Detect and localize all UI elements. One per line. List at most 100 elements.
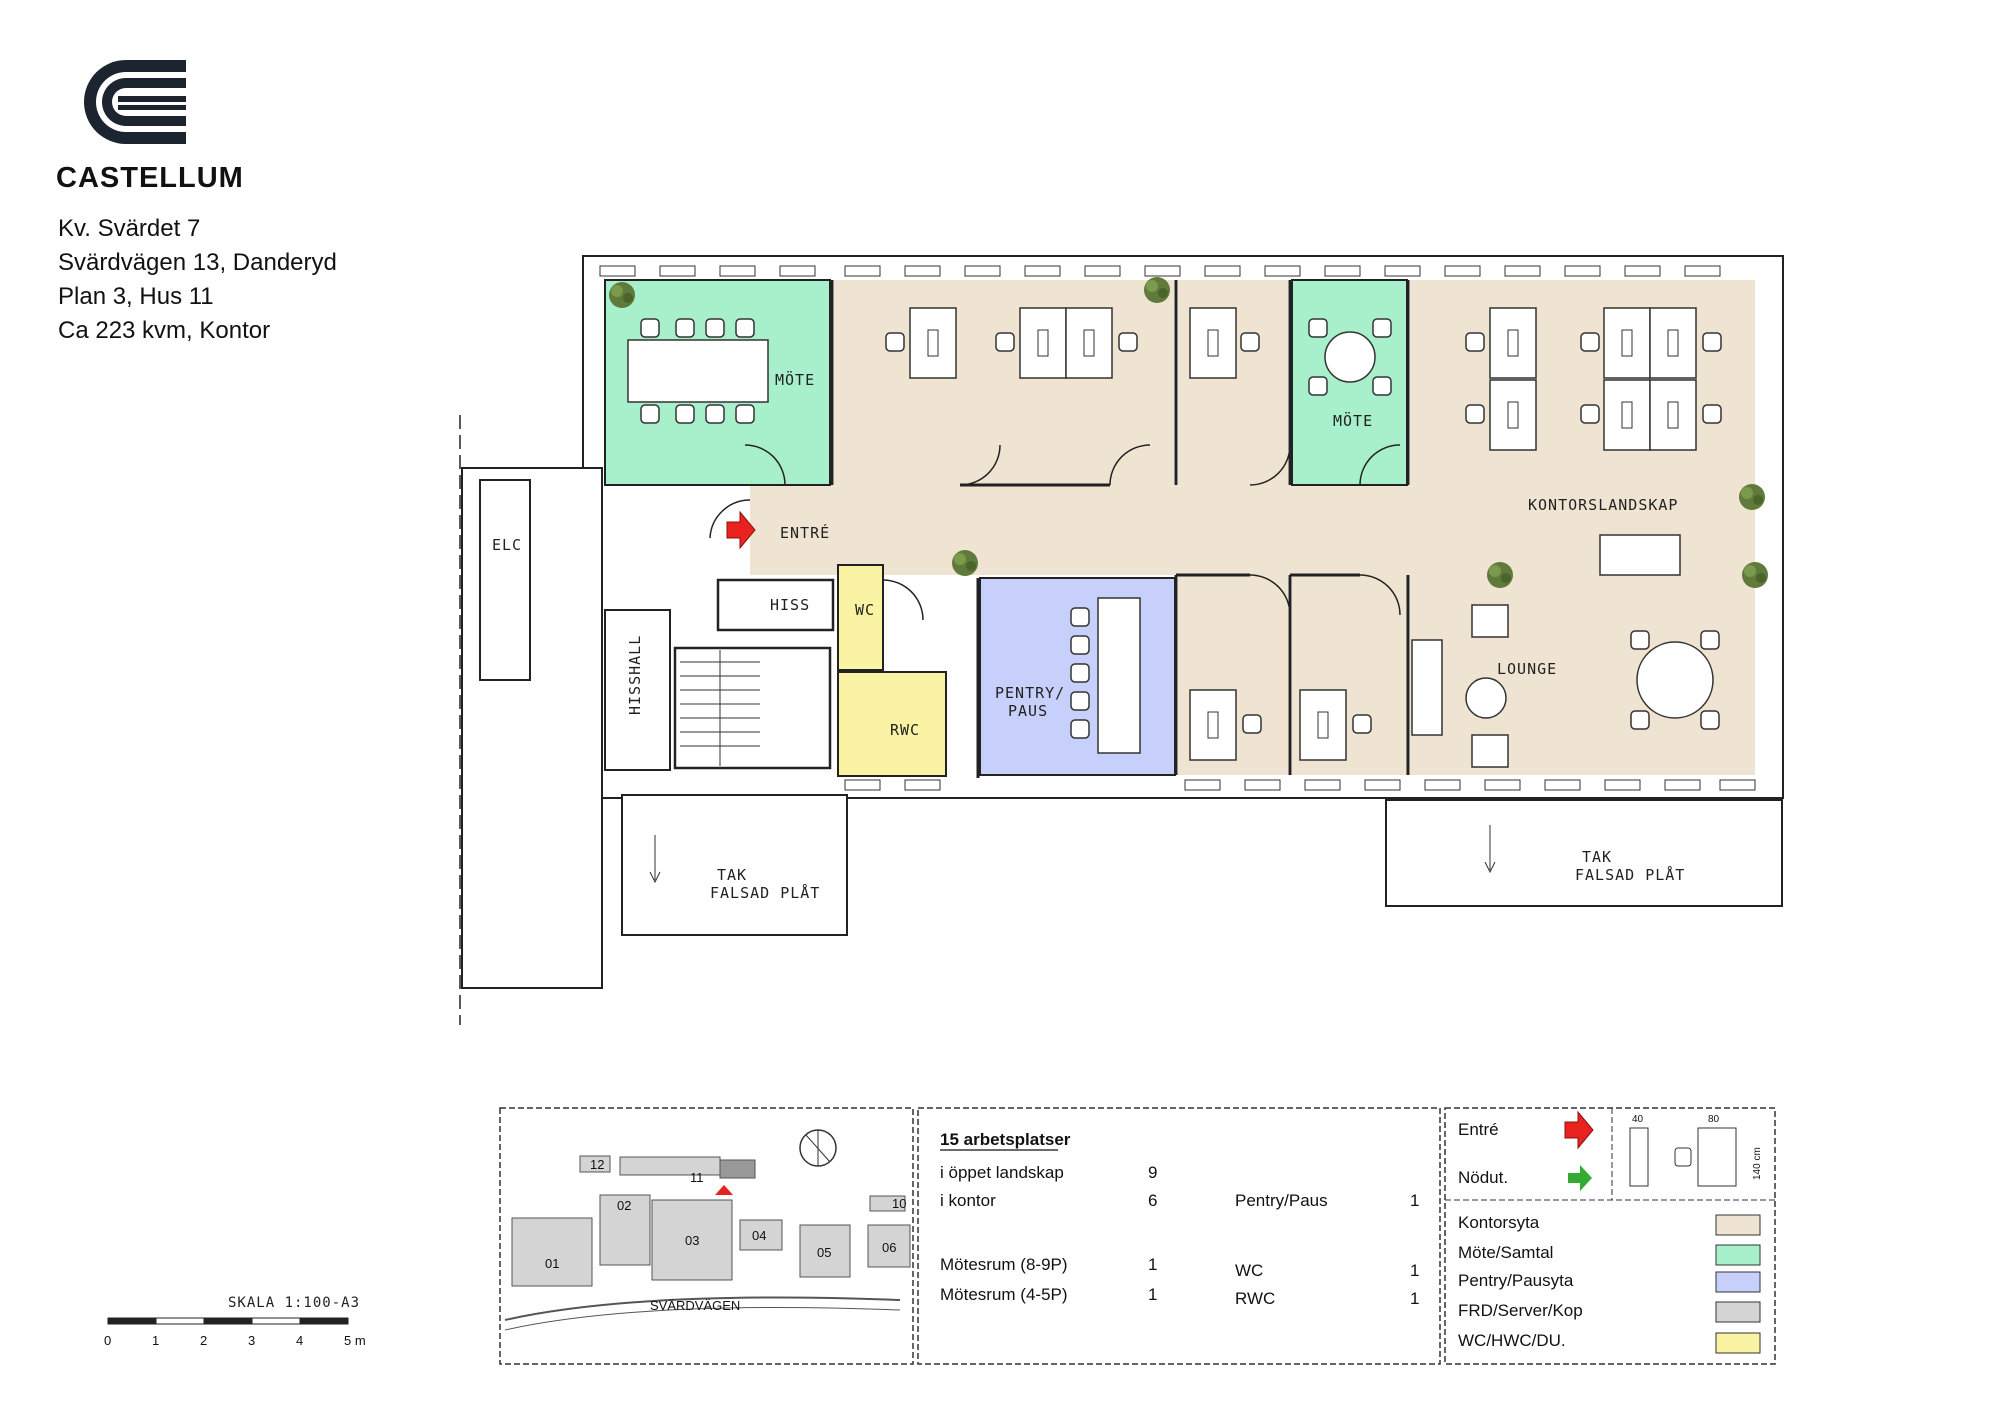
site-building-12: 12 (590, 1157, 604, 1172)
stair-steps (680, 650, 760, 766)
legend-area-label-0: Kontorsyta (1458, 1213, 1540, 1232)
legend-swatch-4 (1715, 1332, 1761, 1354)
summary-row-value-0: 9 (1148, 1163, 1157, 1182)
summary-extra-value-1: 1 (1410, 1261, 1419, 1280)
label-pentry-line2: PAUS (1008, 702, 1048, 720)
scale-bar (107, 1317, 349, 1325)
scale-tick-4: 4 (296, 1333, 303, 1348)
label-pentry-line1: PENTRY/ (995, 684, 1065, 702)
scale-tick-0: 0 (104, 1333, 111, 1348)
summary-extra-value-2: 1 (1410, 1289, 1419, 1308)
brand-name: CASTELLUM (56, 162, 244, 194)
legend-swatch-3 (1715, 1301, 1761, 1323)
summary-extra-label-1: WC (1235, 1261, 1263, 1280)
property-area: Ca 223 kvm, Kontor (58, 317, 271, 344)
legend-area-label-4: WC/HWC/DU. (1458, 1331, 1566, 1350)
label-tak-right: TAK (1582, 848, 1612, 866)
door-swings (709, 444, 1401, 621)
summary-panel (917, 1107, 1441, 1365)
summary-row-label-0: i öppet landskap (940, 1163, 1064, 1182)
label-rwc: RWC (890, 721, 920, 739)
legend-dim-80: 80 (1708, 1114, 1720, 1125)
label-tak-left: TAK (717, 866, 747, 884)
summary-row-label-3: Mötesrum (4-5P) (940, 1285, 1068, 1304)
pentry-counter (1097, 597, 1141, 754)
rwc-room (837, 671, 947, 777)
castellum-logo-icon (84, 60, 186, 144)
summary-title: 15 arbetsplatser (940, 1130, 1071, 1149)
label-mote-large: MÖTE (775, 370, 815, 389)
lounge-table-block (1599, 534, 1681, 576)
elevator-shaft (716, 578, 835, 632)
summary-extra-value-0: 1 (1410, 1191, 1419, 1210)
legend-desk-narrow (1629, 1127, 1649, 1187)
lounge-side-table (1465, 677, 1507, 719)
legend-nodut-label: Nödut. (1458, 1168, 1508, 1187)
property-address: Svärdvägen 13, Danderyd (58, 249, 337, 276)
site-building-05: 05 (817, 1245, 831, 1260)
site-building-02: 02 (617, 1198, 631, 1213)
site-map-street: SVÄRDVÄGEN (650, 1298, 740, 1313)
hisshall-corridor (604, 609, 671, 771)
scale-tick-3: 3 (248, 1333, 255, 1348)
property-info: Kv. Svärdet 7 Svärdvägen 13, Danderyd Pl… (58, 212, 337, 348)
property-floor: Plan 3, Hus 11 (58, 283, 214, 310)
summary-row-label-1: i kontor (940, 1191, 996, 1210)
site-building-10: 10 (892, 1196, 906, 1211)
site-building-03: 03 (685, 1233, 699, 1248)
scale-tick-1: 1 (152, 1333, 159, 1348)
label-hiss: HISS (770, 596, 810, 614)
lounge-armchair-1 (1471, 604, 1509, 638)
site-building-01: 01 (545, 1256, 559, 1271)
scale-tick-2: 2 (200, 1333, 207, 1348)
label-hisshall: HISSHALL (626, 635, 644, 715)
legend-area-label-1: Möte/Samtal (1458, 1243, 1553, 1262)
scale-label: SKALA 1:100-A3 (228, 1295, 360, 1311)
label-entre: ENTRÉ (780, 523, 830, 542)
legend-desk-wide (1697, 1127, 1737, 1187)
roof-area-right (1385, 799, 1783, 907)
office-area-top (834, 280, 1174, 485)
roof-arrow-left (649, 835, 661, 884)
label-kontorslandskap: KONTORSLANDSKAP (1528, 496, 1678, 514)
meeting-table-large (627, 339, 769, 403)
label-falsad-left: FALSAD PLÅT (710, 883, 820, 902)
summary-row-value-2: 1 (1148, 1255, 1157, 1274)
label-falsad-right: FALSAD PLÅT (1575, 865, 1685, 884)
legend-entre-arrow-icon (1564, 1110, 1594, 1150)
lounge-armchair-2 (1471, 734, 1509, 768)
site-building-06: 06 (882, 1240, 896, 1255)
summary-extra-label-0: Pentry/Paus (1235, 1191, 1328, 1210)
label-lounge: LOUNGE (1497, 660, 1557, 678)
lounge-sofa (1411, 639, 1443, 736)
stairwell (673, 646, 832, 770)
summary-extra-label-2: RWC (1235, 1289, 1275, 1308)
meeting-table-round (1324, 331, 1376, 383)
legend-desk-chair (1674, 1147, 1692, 1167)
legend-area-rows: Kontorsyta Möte/Samtal Pentry/Pausyta FR… (1458, 1213, 1761, 1354)
legend-entre-label: Entré (1458, 1120, 1499, 1139)
site-building-04: 04 (752, 1228, 766, 1243)
site-map-building-marker-icon (715, 1185, 733, 1195)
label-wc: WC (855, 601, 875, 619)
legend-dim-140: 140 cm (1752, 1147, 1763, 1180)
summary-row-value-3: 1 (1148, 1285, 1157, 1304)
entrance-arrow-icon (726, 510, 756, 550)
summary-row-value-1: 6 (1148, 1191, 1157, 1210)
lounge-round-table (1636, 641, 1714, 719)
windows (599, 265, 1756, 791)
label-mote-small: MÖTE (1333, 411, 1373, 430)
label-elc: ELC (492, 536, 522, 554)
elc-room (479, 479, 531, 681)
site-map-road (504, 1296, 901, 1321)
roof-arrow-right (1484, 825, 1496, 874)
scale-tick-5: 5 m (344, 1333, 366, 1348)
property-name: Kv. Svärdet 7 (58, 215, 201, 242)
site-map-buildings (511, 1155, 911, 1287)
legend-area-label-3: FRD/Server/Kop (1458, 1301, 1583, 1320)
legend-nodut-arrow-icon (1568, 1165, 1592, 1191)
summary-row-label-2: Mötesrum (8-9P) (940, 1255, 1068, 1274)
wc-room (837, 564, 884, 671)
legend-swatch-1 (1715, 1244, 1761, 1266)
